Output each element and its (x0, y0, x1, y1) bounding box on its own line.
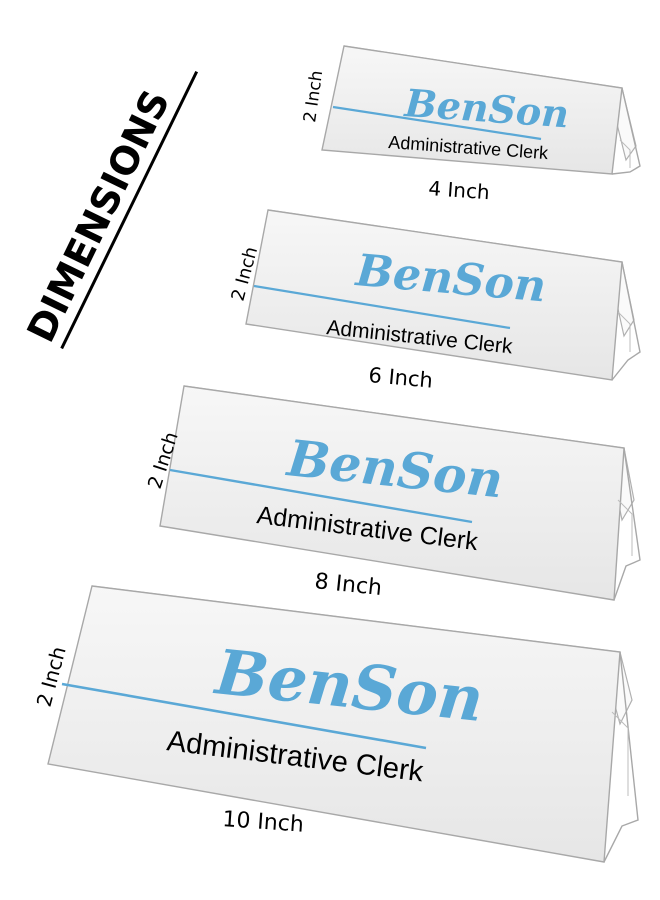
sign-8-inch-fold-detail (617, 499, 633, 556)
sign-6-inch-side-edge (611, 261, 641, 381)
sign-6-inch-width-label: 6 Inch (368, 363, 434, 393)
sign-4-inch-accent-line (332, 105, 542, 141)
sign-10-inch-side-edge (603, 651, 639, 863)
sign-4-inch-width-label: 4 Inch (428, 176, 491, 204)
sign-4-inch: BenSon Administrative Clerk 2 Inch 4 Inc… (300, 45, 641, 204)
sign-4-inch-fold-detail (619, 139, 631, 168)
sign-10-inch: BenSon Administrative Clerk 2 Inch 10 In… (32, 585, 639, 863)
sign-4-inch-side-edge (611, 87, 641, 175)
sign-6-inch-accent-line (253, 284, 511, 330)
sign-8-inch-side-edge (613, 447, 641, 601)
sign-8-inch-width-label: 8 Inch (313, 569, 383, 601)
sign-6-inch: BenSon Administrative Clerk 2 Inch 6 Inc… (228, 209, 641, 393)
sign-6-inch-fold-detail (617, 311, 631, 352)
sign-10-inch-accent-line (61, 682, 427, 750)
heading-underline (60, 70, 199, 350)
dimensions-heading: DIMENSIONS (19, 83, 179, 349)
sign-10-inch-width-label: 10 Inch (222, 807, 305, 838)
sign-10-inch-front-face (47, 585, 621, 863)
dimensions-heading-group: DIMENSIONS (19, 70, 199, 350)
sign-8-inch: BenSon Administrative Clerk 2 Inch 8 Inc… (144, 385, 641, 601)
sign-10-inch-fold-detail (611, 711, 629, 796)
sign-8-inch-accent-line (169, 468, 473, 524)
sign-4-inch-height-label: 2 Inch (300, 69, 327, 123)
